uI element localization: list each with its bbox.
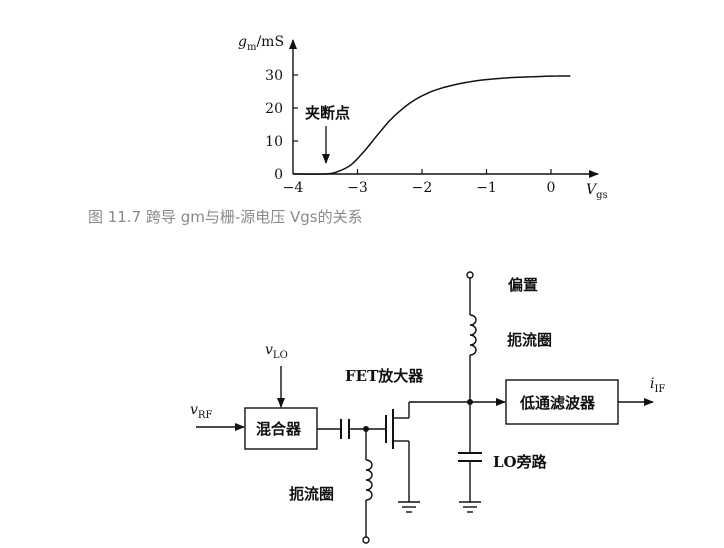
mixer-circuit: vRF vLO 混合器 扼流圈 FET放大器 [190,271,665,544]
y-axis-label: gm/mS [238,34,284,53]
v-lo-sub: LO [273,350,288,361]
choke-bottom-label: 扼流圈 [289,485,334,503]
i-if-sub: IF [654,384,665,395]
low-pass-filter-label: 低通滤波器 [519,394,596,412]
y-axis-label-sub: m [247,42,257,53]
y-tick-label: 20 [265,101,283,117]
x-tick-label: −4 [283,180,304,196]
bias-label: 偏置 [508,276,538,294]
y-tick-label: 10 [265,134,283,150]
source-ground-icon [398,501,420,513]
x-tick-label: −1 [476,180,497,196]
fet-amplifier-label: FET放大器 [345,367,424,385]
choke-top-label: 扼流圈 [507,331,552,349]
x-tick-label: −2 [412,180,433,196]
y-tick-group: 0 10 20 30 [265,68,298,183]
v-lo-label: vLO [265,342,288,361]
v-rf-sub: RF [198,410,213,421]
y-tick-label: 0 [274,167,283,183]
gate-bias-terminal [362,536,370,544]
pinch-off-label: 夹断点 [305,104,350,122]
x-tick-group: −4 −3 −2 −1 0 [283,169,556,196]
x-axis-label-main: V [586,182,598,198]
v-rf-label: vRF [190,402,212,421]
v-rf-main: v [190,402,198,418]
gate-choke-inductor [365,459,373,501]
y-axis-label-unit: /mS [256,34,284,50]
gm-vgs-chart: gm/mS Vgs −4 −3 −2 −1 0 0 10 20 30 夹断点 [238,34,608,201]
drain-choke-inductor [469,314,477,356]
bypass-ground-icon [459,501,481,513]
lo-bypass-label: LO旁路 [493,453,548,471]
y-axis-label-main: g [238,34,247,50]
y-tick-label: 30 [265,68,283,84]
x-axis-label-sub: gs [596,190,608,201]
x-tick-label: 0 [547,180,556,196]
mixer-label: 混合器 [256,420,302,438]
i-if-main: i [650,376,654,392]
i-if-label: iIF [650,376,665,395]
x-axis-label: Vgs [586,182,608,201]
gm-curve [292,75,571,175]
x-tick-label: −3 [347,180,368,196]
figure-caption: 图 11.7 跨导 gm与栅-源电压 Vgs的关系 [88,208,363,226]
v-lo-main: v [265,342,273,358]
bias-terminal [466,271,474,279]
